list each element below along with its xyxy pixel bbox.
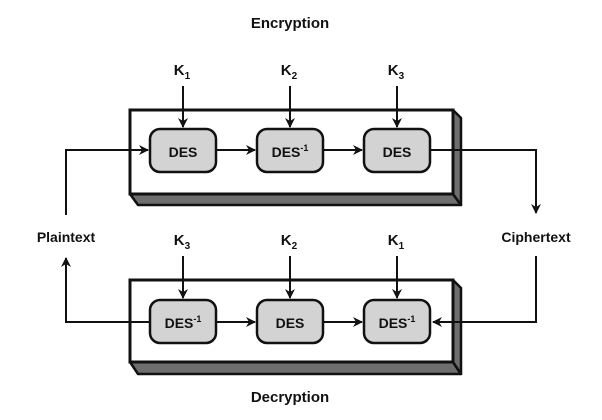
encrypt-to-ciphertext-arrow — [431, 149, 541, 214]
key-subscript: 3 — [185, 241, 191, 252]
svg-text:DES-1: DES-1 — [165, 314, 202, 331]
enc-key-label-1: K1 — [174, 62, 191, 82]
des-box — [148, 127, 218, 174]
key-letter: K — [281, 232, 292, 249]
dec-key-label-1: K3 — [174, 232, 191, 252]
dec-stage-1: DES-1 — [148, 298, 218, 345]
key-letter: K — [281, 62, 292, 79]
svg-text:DES: DES — [169, 144, 198, 160]
enc-key-label-2: K2 — [281, 62, 298, 82]
enc-stage-1: DES — [148, 127, 218, 174]
enc-stage-2: DES-1 — [255, 127, 325, 174]
plaintext-to-encrypt-arrow — [65, 145, 149, 215]
key-letter: K — [174, 232, 185, 249]
des-box-label: DES — [379, 315, 408, 331]
ciphertext-label: Ciphertext — [501, 229, 571, 245]
decryption-title: Decryption — [251, 389, 329, 406]
key-letter: K — [388, 232, 399, 249]
dec-stage-3: DES-1 — [362, 298, 432, 345]
encryption-title: Encryption — [251, 15, 329, 32]
des-box — [255, 127, 325, 174]
des-box — [148, 298, 218, 345]
dec-key-label-3: K1 — [388, 232, 405, 252]
svg-text:DES-1: DES-1 — [272, 143, 309, 160]
key-subscript: 2 — [292, 241, 298, 252]
key-letter: K — [388, 62, 399, 79]
des-box — [362, 127, 432, 174]
des-box-superscript: -1 — [407, 314, 415, 324]
des-box-label: DES — [169, 144, 198, 160]
des-box-superscript: -1 — [300, 143, 308, 153]
plaintext-label: Plaintext — [37, 229, 96, 245]
des-box-superscript: -1 — [193, 314, 201, 324]
key-subscript: 1 — [185, 71, 191, 82]
svg-text:DES: DES — [383, 144, 412, 160]
svg-text:DES-1: DES-1 — [379, 314, 416, 331]
dec-key-label-2: K2 — [281, 232, 298, 252]
key-subscript: 2 — [292, 71, 298, 82]
des-box-label: DES — [383, 144, 412, 160]
des-box — [255, 298, 325, 345]
des-box-label: DES — [165, 315, 194, 331]
des-box-label: DES — [272, 144, 301, 160]
dec-stage-2: DES — [255, 298, 325, 345]
ciphertext-to-decrypt-arrow — [432, 256, 537, 327]
key-letter: K — [174, 62, 185, 79]
enc-stage-3: DES — [362, 127, 432, 174]
enc-key-label-3: K3 — [388, 62, 405, 82]
decrypt-to-plaintext-arrow — [61, 257, 150, 323]
des-box — [362, 298, 432, 345]
svg-text:DES: DES — [276, 315, 305, 331]
key-subscript: 3 — [399, 71, 405, 82]
des-box-label: DES — [276, 315, 305, 331]
key-subscript: 1 — [399, 241, 405, 252]
